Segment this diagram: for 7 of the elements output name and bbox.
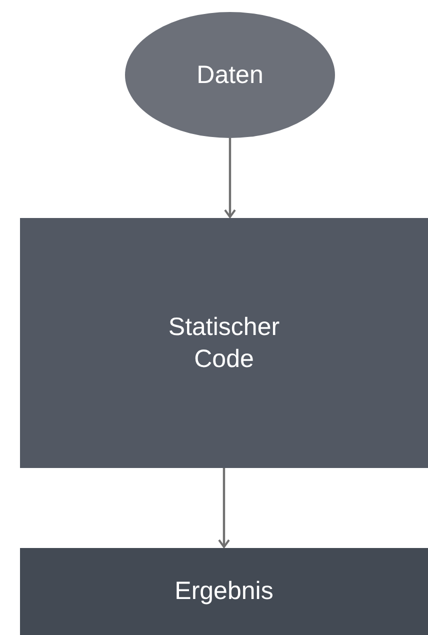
node-label: Ergebnis [174,576,274,608]
node-label: Statischer Code [167,312,281,375]
arrow [218,468,230,548]
arrow [224,138,236,218]
node-label: Daten [196,60,264,91]
process-box [20,218,428,468]
result-box [20,548,428,635]
